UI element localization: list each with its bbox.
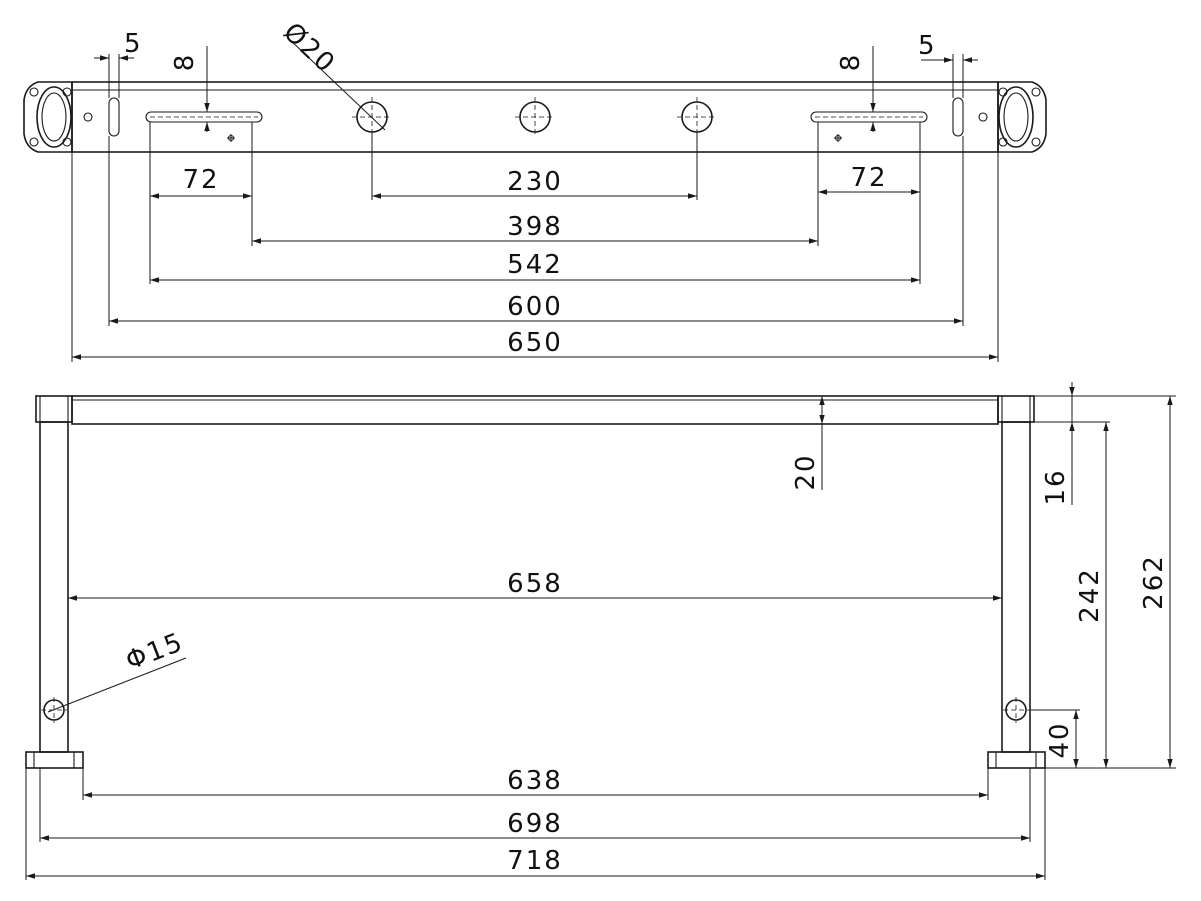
vertical-slot-right bbox=[952, 97, 964, 137]
dim-dia20-leader bbox=[287, 37, 386, 131]
horizontal-slot-left bbox=[145, 111, 263, 123]
right-foot bbox=[987, 751, 1046, 769]
dim-658: 658 bbox=[507, 569, 563, 599]
dim-72-right: 72 bbox=[850, 163, 887, 193]
right-end-bracket bbox=[997, 81, 1047, 153]
vertical-slot-left bbox=[108, 97, 120, 137]
left-top-block bbox=[35, 395, 73, 423]
front-view: Φ15 20 658 16 242 262 40 bbox=[25, 382, 1176, 880]
dim-262: 262 bbox=[1139, 554, 1169, 610]
hole-dia20-right bbox=[677, 97, 717, 137]
left-foot bbox=[25, 751, 84, 769]
dim-5-right: 5 bbox=[918, 31, 937, 61]
dim-718: 718 bbox=[507, 846, 563, 876]
dim-230: 230 bbox=[507, 167, 563, 197]
top-view: 5 8 Ø20 8 5 bbox=[23, 17, 1047, 362]
dim-600: 600 bbox=[507, 292, 563, 322]
dim-242: 242 bbox=[1075, 567, 1105, 623]
tiny-hole-right bbox=[834, 134, 842, 142]
tiny-hole-left bbox=[227, 134, 235, 142]
dim-20: 20 bbox=[791, 453, 821, 490]
dim-698: 698 bbox=[507, 809, 563, 839]
hole-dia20-center bbox=[515, 97, 555, 137]
dim-638: 638 bbox=[507, 766, 563, 796]
dim-8-right: 8 bbox=[836, 53, 866, 72]
right-post bbox=[1001, 421, 1031, 753]
dim-dia20: Ø20 bbox=[277, 17, 341, 80]
left-post bbox=[39, 421, 69, 753]
right-top-block bbox=[997, 395, 1035, 423]
small-hole-left bbox=[83, 112, 93, 122]
dim-5-right-leader bbox=[921, 54, 978, 98]
dim-40: 40 bbox=[1045, 721, 1075, 758]
small-hole-right bbox=[978, 112, 988, 122]
hole-dia15-right bbox=[1003, 697, 1029, 723]
dim-dia15: Φ15 bbox=[122, 627, 188, 676]
dim-16: 16 bbox=[1041, 468, 1071, 505]
dim-dia15-leader bbox=[47, 657, 187, 713]
dim-72-left: 72 bbox=[182, 165, 219, 195]
dim-542: 542 bbox=[507, 250, 563, 280]
left-end-bracket bbox=[23, 81, 73, 153]
dim-650: 650 bbox=[507, 328, 563, 358]
dim-5-left-leader bbox=[94, 54, 134, 98]
dim-5-left: 5 bbox=[124, 29, 143, 59]
horizontal-slot-right bbox=[810, 111, 928, 123]
dim-398: 398 bbox=[507, 212, 563, 242]
dim-8-left: 8 bbox=[170, 53, 200, 72]
